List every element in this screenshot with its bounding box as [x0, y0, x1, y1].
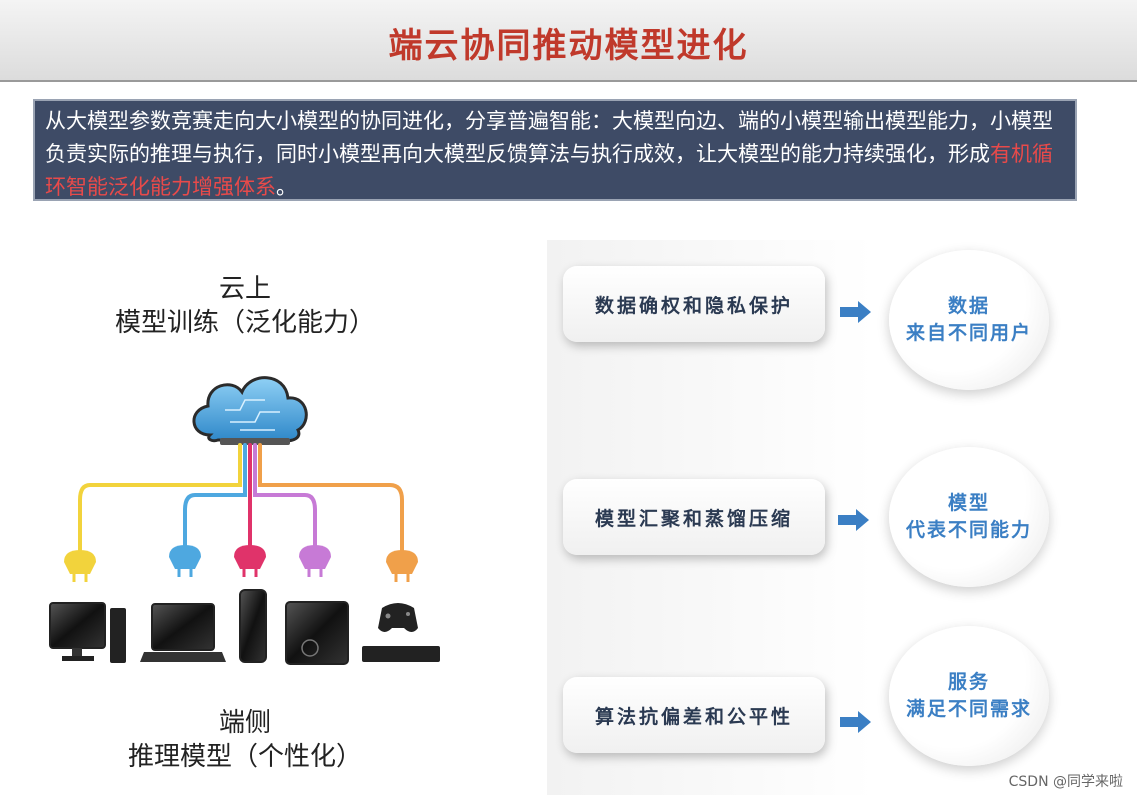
- wire-yellow: [78, 443, 242, 552]
- row-box-model-distill: 模型汇聚和蒸馏压缩: [563, 479, 825, 555]
- intro-box: 从大模型参数竞赛走向大小模型的协同进化，分享普遍智能：大模型向边、端的小模型输出…: [33, 99, 1077, 201]
- plug-icon-red: [234, 545, 266, 577]
- circle-service: 服务 满足不同需求: [889, 626, 1049, 766]
- circle-model-line1: 模型: [947, 492, 990, 514]
- monitor-icon: [49, 602, 126, 663]
- plug-icon-purple: [299, 545, 331, 577]
- title-band: 端云协同推动模型进化: [0, 0, 1137, 82]
- row-box-algorithm-fairness: 算法抗偏差和公平性: [563, 677, 825, 753]
- edge-cloud-diagram: [49, 376, 440, 665]
- cloud-label-line2: 模型训练（泛化能力）: [114, 308, 375, 338]
- circle-service-line1: 服务: [947, 671, 990, 693]
- circle-data-line2: 来自不同用户: [905, 322, 1032, 344]
- plug-icon-blue: [169, 545, 201, 577]
- intro-text: 从大模型参数竞赛走向大小模型的协同进化，分享普遍智能：大模型向边、端的小模型输出…: [45, 109, 1053, 166]
- cloud-label: 云上 模型训练（泛化能力）: [100, 272, 390, 340]
- circle-model-line2: 代表不同能力: [905, 519, 1032, 541]
- page-title: 端云协同推动模型进化: [388, 26, 749, 66]
- circle-data: 数据 来自不同用户: [889, 250, 1049, 390]
- phone-icon: [239, 589, 267, 663]
- circle-model: 模型 代表不同能力: [889, 447, 1049, 587]
- watermark: CSDN @同学来啦: [1008, 774, 1123, 790]
- laptop-icon: [140, 603, 226, 662]
- cloud-chip-icon: [192, 376, 308, 445]
- edge-label-line2: 推理模型（个性化）: [127, 742, 362, 772]
- connection-wires: [78, 443, 404, 552]
- right-arrow-icon: [840, 301, 871, 323]
- plug-icon-yellow: [64, 550, 96, 582]
- intro-highlight: 有机循环智能泛化能力增强体系: [45, 142, 1053, 199]
- tablet-icon: [285, 601, 349, 665]
- edge-label-line1: 端侧: [218, 708, 271, 738]
- right-arrow-icon: [838, 509, 869, 531]
- edge-label: 端侧 推理模型（个性化）: [100, 706, 390, 774]
- row-box-data-privacy: 数据确权和隐私保护: [563, 266, 825, 342]
- circle-service-line2: 满足不同需求: [905, 698, 1032, 720]
- wire-blue: [183, 443, 247, 547]
- cloud-label-line1: 云上: [218, 274, 271, 304]
- game-console-icon: [362, 603, 440, 662]
- wire-orange: [258, 443, 404, 552]
- wire-purple: [253, 443, 317, 547]
- right-arrow-icon: [840, 711, 871, 733]
- plug-icons: [64, 545, 418, 582]
- intro-end: 。: [276, 175, 297, 199]
- plug-icon-orange: [386, 550, 418, 582]
- circle-data-line1: 数据: [947, 295, 990, 317]
